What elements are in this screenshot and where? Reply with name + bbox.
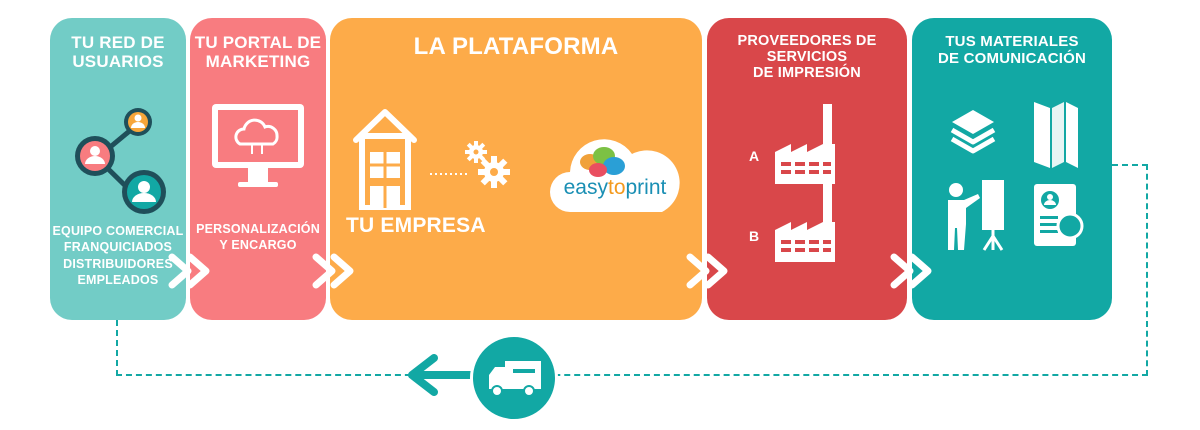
monitor-cloud-icon bbox=[212, 104, 304, 187]
logo-part: print bbox=[625, 176, 667, 199]
chevron-right-icon bbox=[890, 253, 932, 289]
cloud-logo-icon bbox=[550, 139, 680, 212]
panel-print-providers: PROVEEDORES DE SERVICIOS DE IMPRESIÓN A … bbox=[707, 18, 907, 320]
panel-platform: LA PLATAFORMA TU EMPRESA easytoprin bbox=[330, 18, 702, 320]
house-icon bbox=[353, 109, 417, 210]
title-line: MARKETING bbox=[205, 51, 311, 71]
truck-icon bbox=[489, 361, 541, 397]
panel-title: PROVEEDORES DE SERVICIOS DE IMPRESIÓN bbox=[707, 33, 907, 82]
easytoprint-logo: easytoprint bbox=[552, 176, 678, 200]
factory-icon bbox=[775, 104, 835, 184]
panel-title: TU PORTAL DE MARKETING bbox=[190, 33, 326, 71]
factory-icon bbox=[775, 182, 835, 262]
id-card-icon bbox=[1034, 184, 1084, 246]
platform-title: LA PLATAFORMA bbox=[413, 33, 619, 60]
member-item: FRANQUICIADOS bbox=[63, 240, 173, 255]
title-line: PROVEEDORES DE SERVICIOS bbox=[737, 33, 877, 65]
panel-marketing-portal: TU PORTAL DE MARKETING PERSONALIZACIÓN Y… bbox=[190, 18, 326, 320]
panel-user-network: TU RED DE USUARIOS EQUIPO COMERCIAL FRAN… bbox=[50, 18, 186, 320]
panel-title: TU RED DE USUARIOS bbox=[50, 33, 186, 71]
title-line: USUARIOS bbox=[72, 51, 164, 71]
member-item: EMPLEADOS bbox=[77, 272, 159, 287]
arrow-left-icon bbox=[408, 354, 472, 396]
return-line-segment bbox=[116, 374, 1148, 376]
chevron-right-icon bbox=[168, 253, 210, 289]
return-line-segment bbox=[116, 320, 118, 376]
title-line: TU RED DE bbox=[71, 33, 165, 52]
chevron-right-icon bbox=[312, 253, 354, 289]
brochure-icon bbox=[1034, 102, 1078, 168]
caption-line: Y ENCARGO bbox=[219, 238, 297, 253]
users-network-icon bbox=[75, 108, 166, 214]
members-list: EQUIPO COMERCIAL FRANQUICIADOS DISTRIBUI… bbox=[50, 223, 186, 288]
provider-a-label: A bbox=[749, 148, 760, 164]
member-item: DISTRIBUIDORES bbox=[63, 256, 173, 271]
logo-part: easy bbox=[563, 176, 608, 199]
return-line-segment bbox=[1112, 164, 1148, 166]
chevron-right-icon bbox=[686, 253, 728, 289]
stack-icon bbox=[950, 110, 996, 154]
company-label: TU EMPRESA bbox=[346, 214, 486, 237]
presenter-icon bbox=[948, 180, 1004, 251]
title-line: DE COMUNICACIÓN bbox=[938, 49, 1086, 67]
title-line: TUS MATERIALES bbox=[945, 33, 1079, 50]
portal-caption: PERSONALIZACIÓN Y ENCARGO bbox=[190, 221, 326, 254]
return-line-segment bbox=[1146, 164, 1148, 376]
member-item: EQUIPO COMERCIAL bbox=[52, 224, 184, 238]
truck-circle bbox=[470, 334, 558, 422]
caption-line: PERSONALIZACIÓN bbox=[196, 222, 320, 236]
panel-materials: TUS MATERIALES DE COMUNICACIÓN bbox=[912, 18, 1112, 320]
panel-title: TUS MATERIALES DE COMUNICACIÓN bbox=[912, 33, 1112, 67]
title-line: DE IMPRESIÓN bbox=[753, 64, 861, 81]
logo-part: to bbox=[607, 176, 626, 199]
title-line: TU PORTAL DE bbox=[194, 33, 322, 52]
gears-icon bbox=[465, 141, 510, 188]
provider-b-label: B bbox=[749, 228, 760, 244]
